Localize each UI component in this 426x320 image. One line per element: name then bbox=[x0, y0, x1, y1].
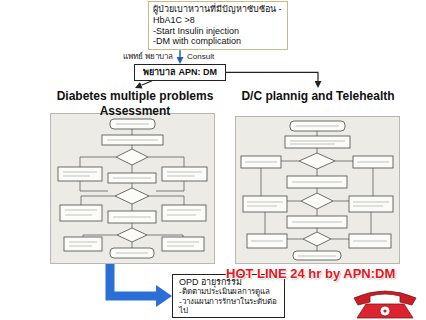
phone-dial-center bbox=[383, 309, 386, 312]
flowchart-shapes bbox=[58, 119, 207, 258]
discharge-chart: D/C plannig and Telehealth bbox=[232, 88, 404, 264]
edge-label: Consult bbox=[186, 53, 215, 62]
photo-ground bbox=[51, 114, 215, 264]
hotline-label: HOT LINE 24 hr by APN:DM bbox=[226, 266, 395, 282]
phone-handset bbox=[354, 291, 416, 305]
connector-arrow bbox=[110, 264, 156, 296]
telephone-icon bbox=[350, 284, 420, 320]
node-text: -DM with complication bbox=[153, 36, 283, 47]
flowchart-lines bbox=[261, 131, 373, 251]
problem-box: ผู้ป่วยเบาหวานที่มีปัญหาซับซ้อน -HbA1C >… bbox=[148, 1, 288, 50]
node-text: D/C plannig and Telehealth bbox=[232, 88, 404, 104]
connector-arrow bbox=[226, 72, 318, 81]
assessment-flowchart-photo bbox=[50, 113, 215, 264]
scribble-lines bbox=[245, 126, 389, 256]
assessment-chart: Diabetes multiple problems Assessment bbox=[40, 88, 230, 264]
connector-arrow bbox=[141, 81, 152, 86]
flowchart-lines bbox=[80, 129, 184, 248]
discharge-flowchart-photo bbox=[235, 116, 400, 264]
photo-ground bbox=[236, 117, 400, 264]
phone-dial bbox=[380, 306, 390, 316]
node-text: -ติดตามประเมินผลการดูแล bbox=[179, 287, 278, 296]
phone-body bbox=[357, 304, 413, 318]
flowchart-shapes bbox=[241, 121, 393, 260]
scribble-lines bbox=[63, 124, 202, 253]
connector-arrow bbox=[179, 50, 181, 57]
node-text: ผู้ป่วยเบาหวานที่มีปัญหาซับซ้อน -HbA1C >… bbox=[153, 4, 283, 26]
node-text: -วางแผนการรักษาในระดับต่อไป bbox=[179, 297, 278, 315]
role-label: แพทย์ พยาบาล bbox=[122, 53, 174, 62]
node-text: -Start Insulin injection bbox=[153, 26, 283, 37]
node-text: Diabetes multiple problems Assessment bbox=[40, 88, 230, 119]
node-text: พยาบาล APN: DM bbox=[143, 67, 217, 78]
nurse-box: พยาบาล APN: DM bbox=[134, 64, 226, 81]
